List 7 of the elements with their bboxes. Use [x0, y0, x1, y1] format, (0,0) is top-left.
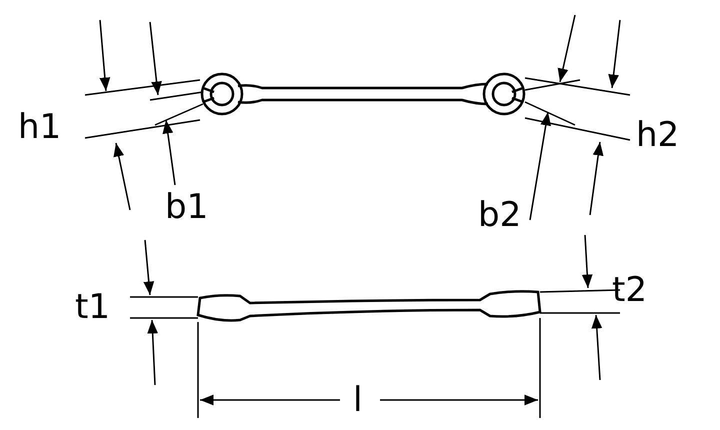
- dimension-label: h1: [18, 110, 62, 144]
- dimension-label: t2: [612, 273, 647, 307]
- dimension-label: t1: [75, 290, 110, 324]
- dimension-label: b2: [478, 198, 522, 232]
- dimension-label: l: [353, 383, 362, 417]
- dimension-label: b1: [165, 190, 208, 224]
- dimension-label: h2: [636, 118, 680, 152]
